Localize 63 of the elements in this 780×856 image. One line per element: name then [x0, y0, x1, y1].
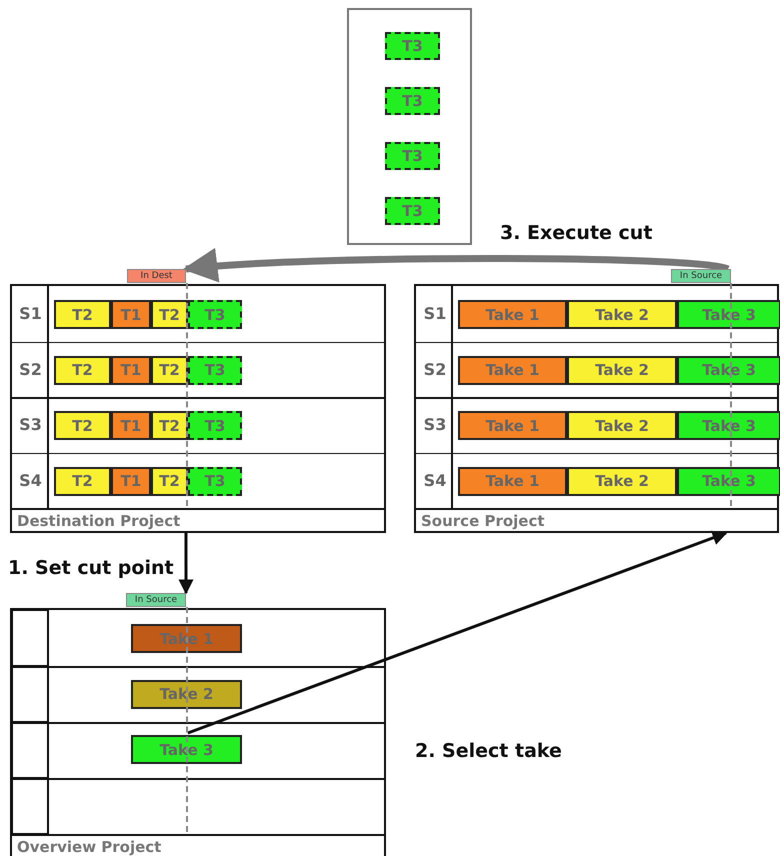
- track-header: S3: [12, 397, 49, 452]
- clip-block: T3: [188, 356, 242, 384]
- clipboard-panel: [347, 8, 472, 245]
- edge-label: 3. Execute cut: [500, 222, 652, 244]
- clip-block: T2: [54, 356, 111, 384]
- clip-block: Take 3: [131, 735, 242, 764]
- track-header: S4: [416, 452, 454, 508]
- clip-block: Take 1: [131, 624, 242, 653]
- clip-block: T3: [385, 87, 440, 115]
- marker-tag: In Source: [671, 269, 731, 283]
- clip-block: T2: [151, 466, 188, 496]
- clip-block: Take 2: [567, 411, 677, 440]
- edge-label: 1. Set cut point: [8, 557, 174, 579]
- clip-block: T3: [385, 32, 440, 60]
- track-header: S2: [12, 342, 49, 397]
- clip-block: Take 2: [567, 356, 677, 384]
- clip-block: Take 3: [677, 356, 780, 384]
- arrow: [182, 248, 729, 284]
- clip-block: Take 2: [567, 300, 677, 329]
- track-header: [12, 778, 49, 834]
- clip-block: T2: [54, 466, 111, 496]
- clip-block: Take 1: [458, 466, 567, 496]
- panel-title: Overview Project: [17, 838, 162, 856]
- track-header: S1: [12, 286, 49, 342]
- edge-label: 2. Select take: [415, 740, 562, 762]
- panel-title: Destination Project: [17, 512, 180, 530]
- clip-block: T1: [111, 411, 151, 440]
- track-header: [12, 722, 49, 778]
- timeline-panel: [414, 284, 779, 533]
- panel-title: Source Project: [421, 512, 545, 530]
- clip-block: Take 1: [458, 356, 567, 384]
- clip-block: T1: [111, 466, 151, 496]
- timeline-panel: [10, 608, 386, 856]
- clip-block: Take 3: [677, 300, 780, 329]
- marker-tag: In Source: [126, 593, 186, 607]
- clip-block: T2: [151, 300, 188, 329]
- arrow: [187, 530, 728, 734]
- track-header: S3: [416, 397, 454, 452]
- clip-block: T1: [111, 300, 151, 329]
- clip-block: Take 2: [131, 680, 242, 708]
- track-header: S4: [12, 452, 49, 508]
- clip-block: Take 3: [677, 411, 780, 440]
- clip-block: T3: [385, 142, 440, 170]
- track-header: S1: [416, 286, 454, 342]
- timeline-panel: [10, 284, 386, 533]
- clip-block: T2: [54, 300, 111, 329]
- clip-block: T2: [151, 411, 188, 440]
- clip-block: T3: [385, 197, 440, 225]
- arrow: [178, 533, 194, 594]
- clip-block: Take 1: [458, 411, 567, 440]
- track-header: [12, 666, 49, 722]
- marker-tag: In Dest: [127, 269, 186, 283]
- clip-block: Take 2: [567, 466, 677, 496]
- clip-block: T3: [188, 466, 242, 496]
- clip-block: Take 1: [458, 300, 567, 329]
- clip-block: T3: [188, 300, 242, 329]
- track-header: S2: [416, 342, 454, 397]
- clip-block: T2: [54, 411, 111, 440]
- clip-block: T3: [188, 411, 242, 440]
- clip-block: T2: [151, 356, 188, 384]
- clip-block: Take 3: [677, 466, 780, 496]
- clip-block: T1: [111, 356, 151, 384]
- track-header: [12, 610, 49, 666]
